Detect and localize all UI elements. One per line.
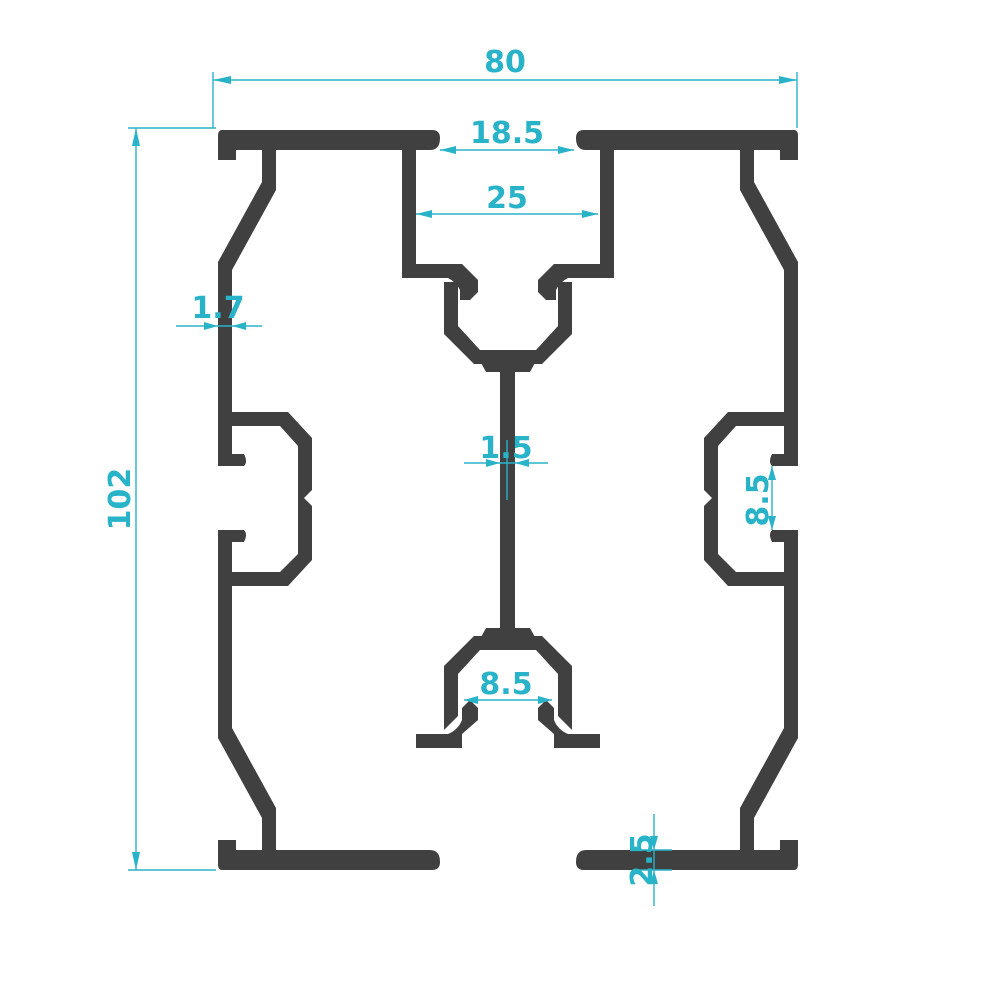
- right-side-slot: [704, 412, 798, 586]
- left-side-slot: [218, 412, 312, 586]
- right-half: [518, 130, 798, 870]
- center-web-top-join: [474, 350, 542, 372]
- dim-slot-top-opening: 18.5: [440, 116, 574, 154]
- bottom-slot-left-web: [402, 700, 478, 850]
- bottom-slot-right-jaw: [518, 636, 572, 730]
- bottom-slot-left-jaw: [444, 636, 498, 730]
- bottom-slot-right-web: [538, 700, 614, 850]
- profile-cross-section: [218, 130, 798, 870]
- label-web-center: 1.5: [479, 431, 532, 466]
- dim-overall-height: 102: [103, 127, 216, 871]
- label-overall-width: 80: [484, 45, 526, 80]
- top-left-flange: [218, 130, 440, 160]
- center-web-bottom-join: [474, 628, 542, 650]
- top-right-flange: [576, 130, 798, 160]
- left-wall-lower: [218, 580, 276, 840]
- label-slot-side-opening: 8.5: [741, 473, 776, 526]
- top-slot-left-jaw: [444, 282, 498, 364]
- left-wall-upper: [218, 160, 276, 420]
- right-side-slot-lip-lower: [770, 530, 798, 572]
- dim-slot-side-opening: 8.5: [741, 466, 776, 530]
- dim-slot-bottom-opening: 8.5: [464, 667, 552, 704]
- right-wall-lower: [740, 580, 798, 840]
- top-slot-right-web: [538, 150, 614, 300]
- dim-flange-thickness: 2.5: [625, 814, 672, 906]
- left-side-slot-lip-lower: [218, 530, 246, 572]
- dim-overall-width: 80: [212, 45, 798, 128]
- bottom-right-flange: [576, 840, 798, 870]
- label-slot-bottom-opening: 8.5: [479, 667, 532, 702]
- bottom-left-flange: [218, 840, 440, 870]
- left-half: [218, 130, 498, 870]
- dim-wall-side: 1.7: [176, 291, 262, 330]
- top-slot-left-web: [402, 150, 478, 300]
- label-slot-top-opening: 18.5: [470, 116, 544, 151]
- top-slot-right-jaw: [518, 282, 572, 364]
- label-wall-side: 1.7: [191, 291, 244, 326]
- label-overall-height: 102: [103, 468, 138, 531]
- label-flange-thickness: 2.5: [625, 833, 660, 886]
- dimensions: 80 102 18.5 25: [103, 45, 798, 906]
- dim-web-center: 1.5: [464, 431, 548, 500]
- dim-slot-top-inner: 25: [416, 181, 598, 218]
- label-slot-top-inner: 25: [486, 181, 528, 216]
- right-wall-upper: [740, 160, 798, 420]
